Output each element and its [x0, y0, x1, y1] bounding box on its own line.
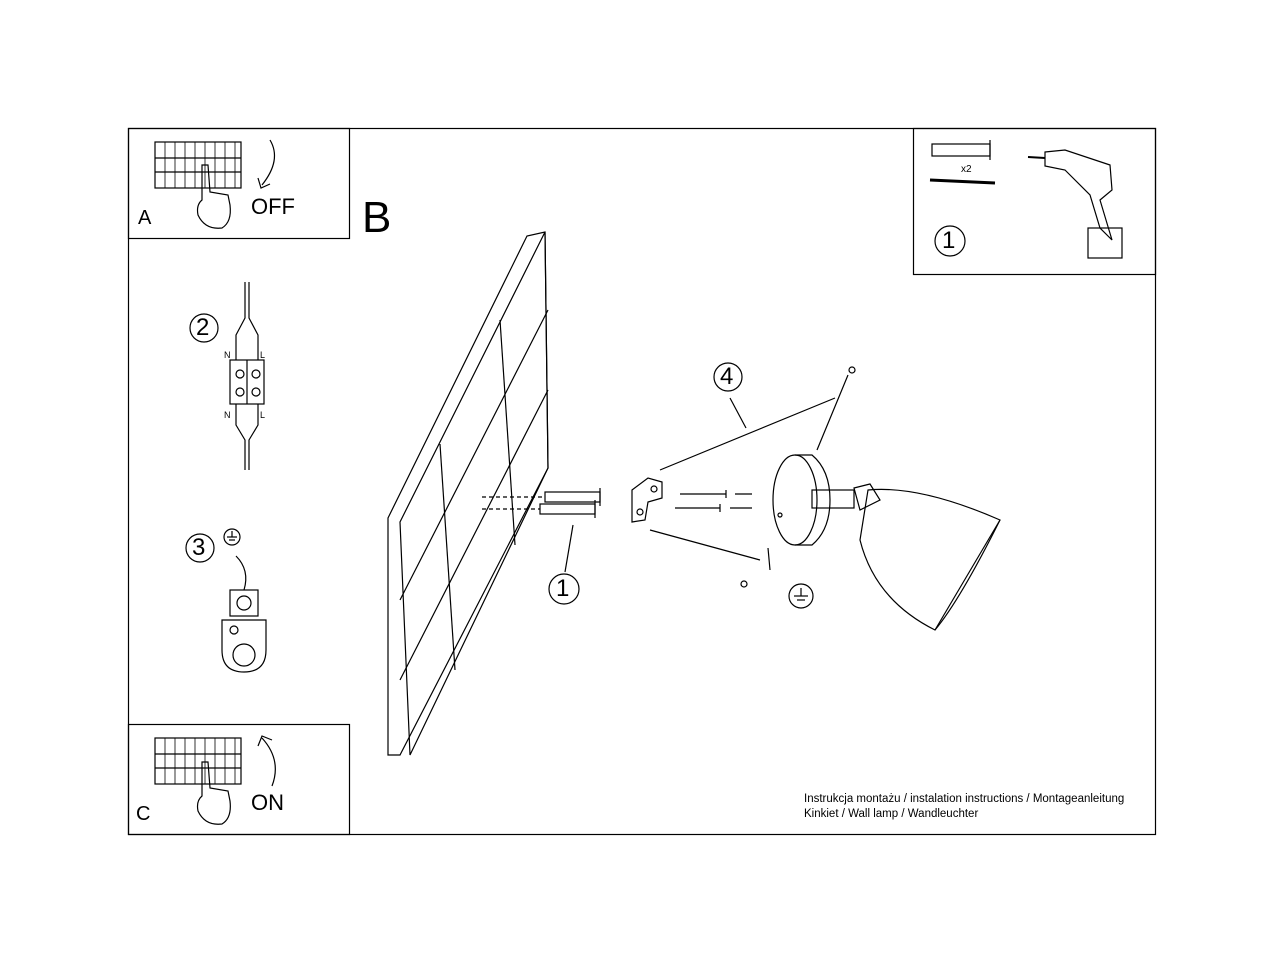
panel-a-frame — [127, 127, 351, 240]
earth-symbol-icon — [788, 583, 814, 609]
arrow-up-icon — [257, 735, 276, 787]
drill-icon — [1027, 149, 1123, 259]
tools-step-number: 1 — [942, 227, 956, 254]
wall-plug-and-screw-icon — [929, 140, 996, 185]
outer-frame — [127, 127, 1157, 836]
wall-plug-icon — [482, 488, 601, 518]
terminal-block-icon — [229, 282, 265, 470]
hand-icon — [196, 761, 231, 825]
hand-icon — [196, 164, 231, 229]
neutral-label: N — [224, 410, 231, 420]
step-circle — [189, 313, 219, 343]
panel-c-action: ON — [251, 790, 284, 815]
wiring-step-number: 2 — [196, 314, 210, 341]
live-label: L — [260, 350, 266, 360]
earth-step-number: 3 — [192, 534, 206, 561]
caption-line-2: Kinkiet / Wall lamp / Wandleuchter — [804, 808, 979, 820]
screw-icon — [675, 490, 752, 512]
tools-frame — [912, 127, 1157, 276]
panel-a-action: OFF — [251, 194, 295, 219]
panel-c-letter: C — [136, 803, 151, 825]
earth-symbol-icon — [223, 528, 241, 546]
panel-a-letter: A — [138, 207, 152, 229]
live-label: L — [260, 410, 266, 420]
wall-lamp-icon — [772, 454, 1001, 631]
panel-b-letter: B — [362, 193, 392, 242]
step-circle — [185, 533, 215, 563]
step-circle — [548, 573, 580, 605]
breaker-panel-icon — [154, 141, 242, 189]
arrow-down-icon — [257, 139, 276, 189]
quantity-label: x2 — [961, 164, 972, 175]
breaker-panel-icon — [154, 737, 242, 785]
wall-tiles — [387, 231, 549, 756]
neutral-label: N — [224, 350, 231, 360]
earth-terminal-icon — [221, 555, 267, 673]
step-circle — [934, 225, 966, 257]
bracket-step-number: 4 — [720, 363, 734, 390]
caption-line-1: Instrukcja montażu / instalation instruc… — [804, 793, 1125, 805]
step-circle — [713, 362, 743, 392]
panel-c-frame — [127, 723, 351, 836]
mounting-bracket-icon — [631, 477, 663, 523]
dowel-step-number: 1 — [556, 575, 570, 602]
